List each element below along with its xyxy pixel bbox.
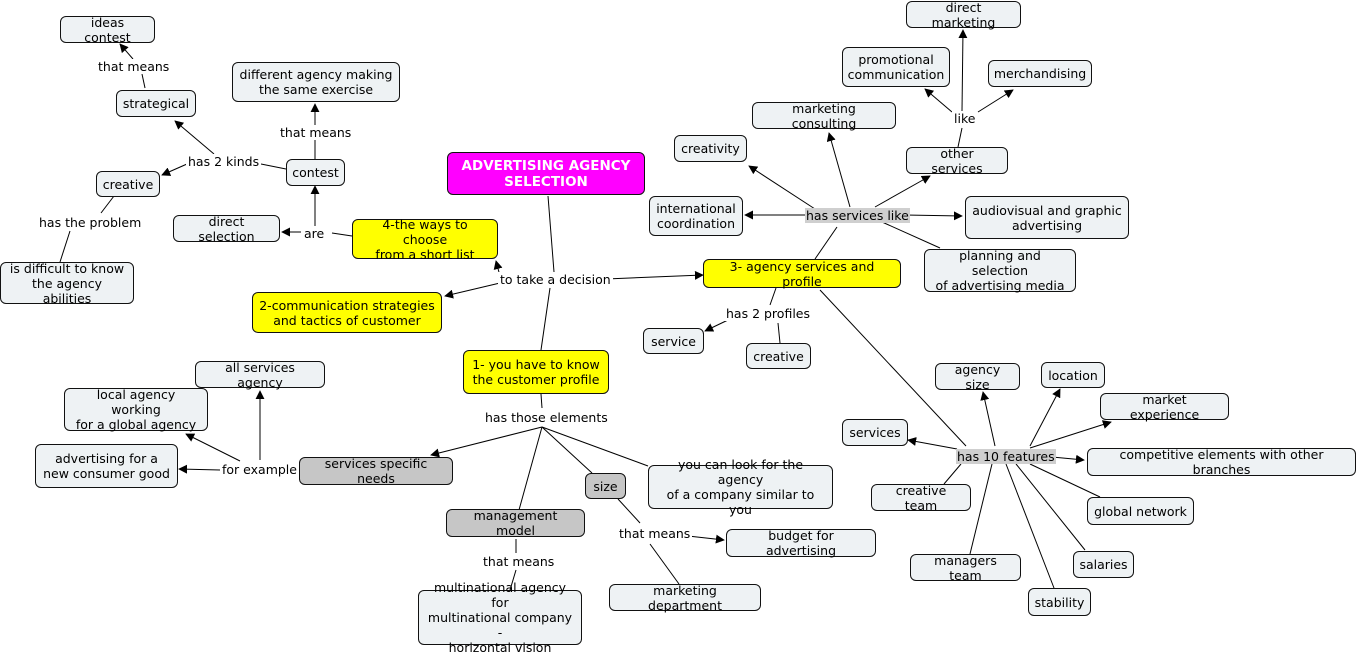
profile-creative-node[interactable]: creative bbox=[746, 343, 811, 369]
contest-node[interactable]: contest bbox=[286, 159, 345, 186]
advertising-new-good-node[interactable]: advertising for a new consumer good bbox=[35, 444, 178, 488]
label-has-the-problem: has the problem bbox=[37, 215, 144, 230]
ideas-contest-node[interactable]: ideas contest bbox=[60, 15, 155, 45]
difficult-node[interactable]: is difficult to know the agency abilitie… bbox=[0, 261, 134, 306]
all-services-agency-node[interactable]: all services agency bbox=[195, 360, 325, 390]
agency-size-node[interactable]: agency size bbox=[935, 362, 1020, 392]
direct-marketing-node[interactable]: direct marketing bbox=[906, 0, 1021, 30]
label-has-2-kinds: has 2 kinds bbox=[186, 154, 262, 169]
local-agency-node[interactable]: local agency working for a global agency bbox=[64, 387, 208, 432]
title-node[interactable]: ADVERTISING AGENCY SELECTION bbox=[447, 152, 645, 195]
creative-kind-node[interactable]: creative bbox=[96, 171, 160, 197]
direct-selection-node[interactable]: direct selection bbox=[173, 214, 280, 244]
creativity-node[interactable]: creativity bbox=[674, 135, 747, 162]
stability-node[interactable]: stability bbox=[1028, 588, 1091, 616]
label-are: are bbox=[302, 226, 327, 241]
international-coordination-node[interactable]: international coordination bbox=[649, 196, 743, 236]
similar-company-node[interactable]: you can look for the agency of a company… bbox=[648, 457, 833, 517]
multinational-node[interactable]: multinational agency for multinational c… bbox=[418, 580, 582, 655]
competitive-elements-node[interactable]: competitive elements with other branches bbox=[1087, 447, 1356, 477]
label-that-means-mgmt: that means bbox=[481, 554, 557, 569]
different-agency-node[interactable]: different agency making the same exercis… bbox=[232, 62, 400, 102]
ways-to-choose-node[interactable]: 4-the ways to choose from a short list bbox=[352, 217, 498, 262]
customer-profile-node[interactable]: 1- you have to know the customer profile bbox=[463, 350, 609, 394]
label-like: like bbox=[952, 111, 978, 126]
planning-media-node[interactable]: planning and selection of advertising me… bbox=[924, 248, 1076, 293]
promotional-communication-node[interactable]: promotional communication bbox=[842, 47, 950, 87]
other-services-node[interactable]: other services bbox=[906, 146, 1008, 176]
marketing-department-node[interactable]: marketing department bbox=[609, 583, 761, 613]
label-for-example: for example bbox=[220, 462, 299, 477]
salaries-node[interactable]: salaries bbox=[1073, 551, 1134, 578]
center-phrase: to take a decision bbox=[498, 272, 613, 287]
label-has-services-like: has services like bbox=[805, 208, 910, 223]
strategical-node[interactable]: strategical bbox=[116, 90, 196, 117]
feature-services-node[interactable]: services bbox=[842, 419, 908, 446]
label-has-10-features: has 10 features bbox=[956, 449, 1056, 464]
agency-services-node[interactable]: 3- agency services and profile bbox=[703, 259, 901, 289]
location-node[interactable]: location bbox=[1041, 362, 1105, 388]
management-model-node[interactable]: management model bbox=[446, 508, 585, 538]
marketing-consulting-node[interactable]: marketing consulting bbox=[752, 101, 896, 131]
merchandising-node[interactable]: merchandising bbox=[988, 60, 1092, 87]
budget-node[interactable]: budget for advertising bbox=[726, 528, 876, 558]
label-that-means-strategical: that means bbox=[96, 59, 172, 74]
label-that-means-contest: that means bbox=[278, 125, 354, 140]
label-has-those-elements: has those elements bbox=[483, 410, 610, 425]
services-specific-needs-node[interactable]: services specific needs bbox=[299, 456, 453, 486]
label-that-means-size: that means bbox=[617, 526, 693, 541]
creative-team-node[interactable]: creative team bbox=[871, 483, 971, 513]
label-has-2-profiles: has 2 profiles bbox=[724, 306, 812, 321]
audiovisual-node[interactable]: audiovisual and graphic advertising bbox=[965, 196, 1129, 239]
communication-node[interactable]: 2-communication strategies and tactics o… bbox=[252, 292, 442, 333]
global-network-node[interactable]: global network bbox=[1087, 497, 1194, 525]
managers-team-node[interactable]: managers team bbox=[910, 553, 1021, 583]
size-node[interactable]: size bbox=[585, 473, 626, 499]
market-experience-node[interactable]: market experience bbox=[1100, 392, 1229, 422]
profile-service-node[interactable]: service bbox=[643, 328, 704, 354]
